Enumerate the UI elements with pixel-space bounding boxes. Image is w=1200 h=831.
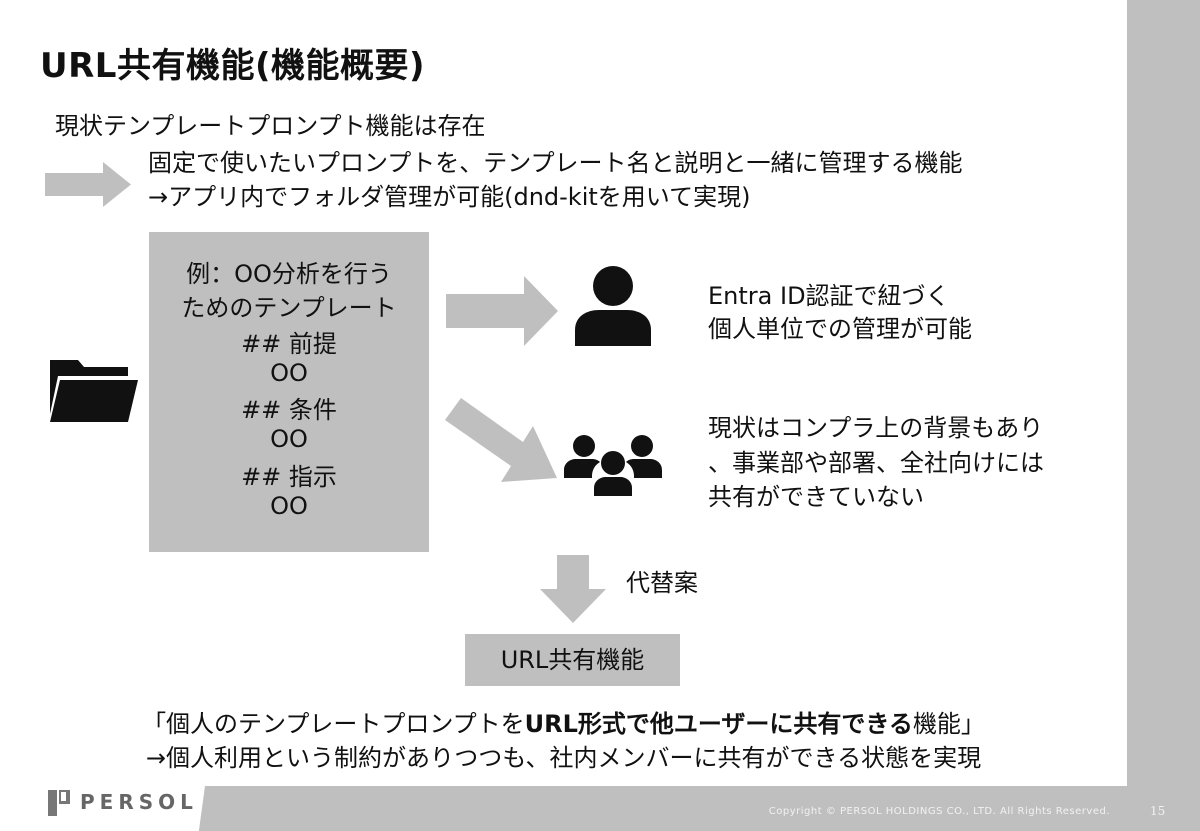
alternative-label: 代替案 [626, 569, 698, 597]
arrow-down-icon [540, 555, 606, 623]
persol-logo-icon [48, 790, 70, 816]
copyright-text: Copyright © PERSOL HOLDINGS CO., LTD. Al… [768, 806, 1110, 817]
template-line-1: 例：OO分析を行う [186, 260, 392, 288]
intro-line-3: →アプリ内でフォルダ管理が可能(dnd-kitを用いて実現) [148, 183, 751, 211]
logo-area [0, 786, 205, 831]
template-line-4: OO [270, 359, 308, 387]
summary-line-1-bold: URL形式で他ユーザーに共有できる [524, 710, 913, 738]
template-line-2: ためのテンプレート [181, 294, 397, 322]
summary-line-1-post: 機能」 [912, 710, 985, 738]
summary-line-2: →個人利用という制約がありつつも、社内メンバーに共有ができる状態を実現 [145, 744, 982, 772]
right-margin-band [1127, 0, 1200, 831]
group-line-2: 、事業部や部署、全社向けには [708, 449, 1044, 477]
template-line-6: OO [270, 425, 308, 453]
intro-line-1: 現状テンプレートプロンプト機能は存在 [55, 112, 486, 140]
arrow-right-icon [45, 162, 131, 207]
group-icon [564, 435, 662, 496]
personal-line-2: 個人単位での管理が可能 [708, 315, 972, 343]
group-line-1: 現状はコンプラ上の背景もあり [708, 414, 1044, 442]
template-example-box: 例：OO分析を行う ためのテンプレート ## 前提 OO ## 条件 OO ##… [149, 232, 429, 552]
personal-line-1: Entra ID認証で紐づく [708, 282, 950, 310]
url-sharing-box: URL共有機能 [465, 634, 680, 686]
group-line-3: 共有ができていない [708, 483, 924, 511]
template-line-5: ## 条件 [241, 396, 337, 424]
summary-line-1-pre: 「個人のテンプレートプロンプトを [142, 710, 525, 738]
folder-icon [50, 360, 138, 422]
person-icon [575, 266, 651, 346]
arrow-diagonal-icon [445, 398, 557, 482]
brand-name: PERSOL [80, 790, 198, 814]
page-title: URL共有機能(機能概要) [40, 46, 426, 86]
summary-line-1: 「個人のテンプレートプロンプトをURL形式で他ユーザーに共有できる機能」 [0, 704, 1127, 739]
template-line-7: ## 指示 [241, 463, 337, 491]
template-line-3: ## 前提 [241, 330, 337, 358]
intro-line-2: 固定で使いたいプロンプトを、テンプレート名と説明と一緒に管理する機能 [148, 149, 963, 177]
page-number: 15 [1150, 804, 1166, 818]
template-line-8: OO [270, 492, 308, 520]
arrow-right-icon [446, 276, 558, 346]
